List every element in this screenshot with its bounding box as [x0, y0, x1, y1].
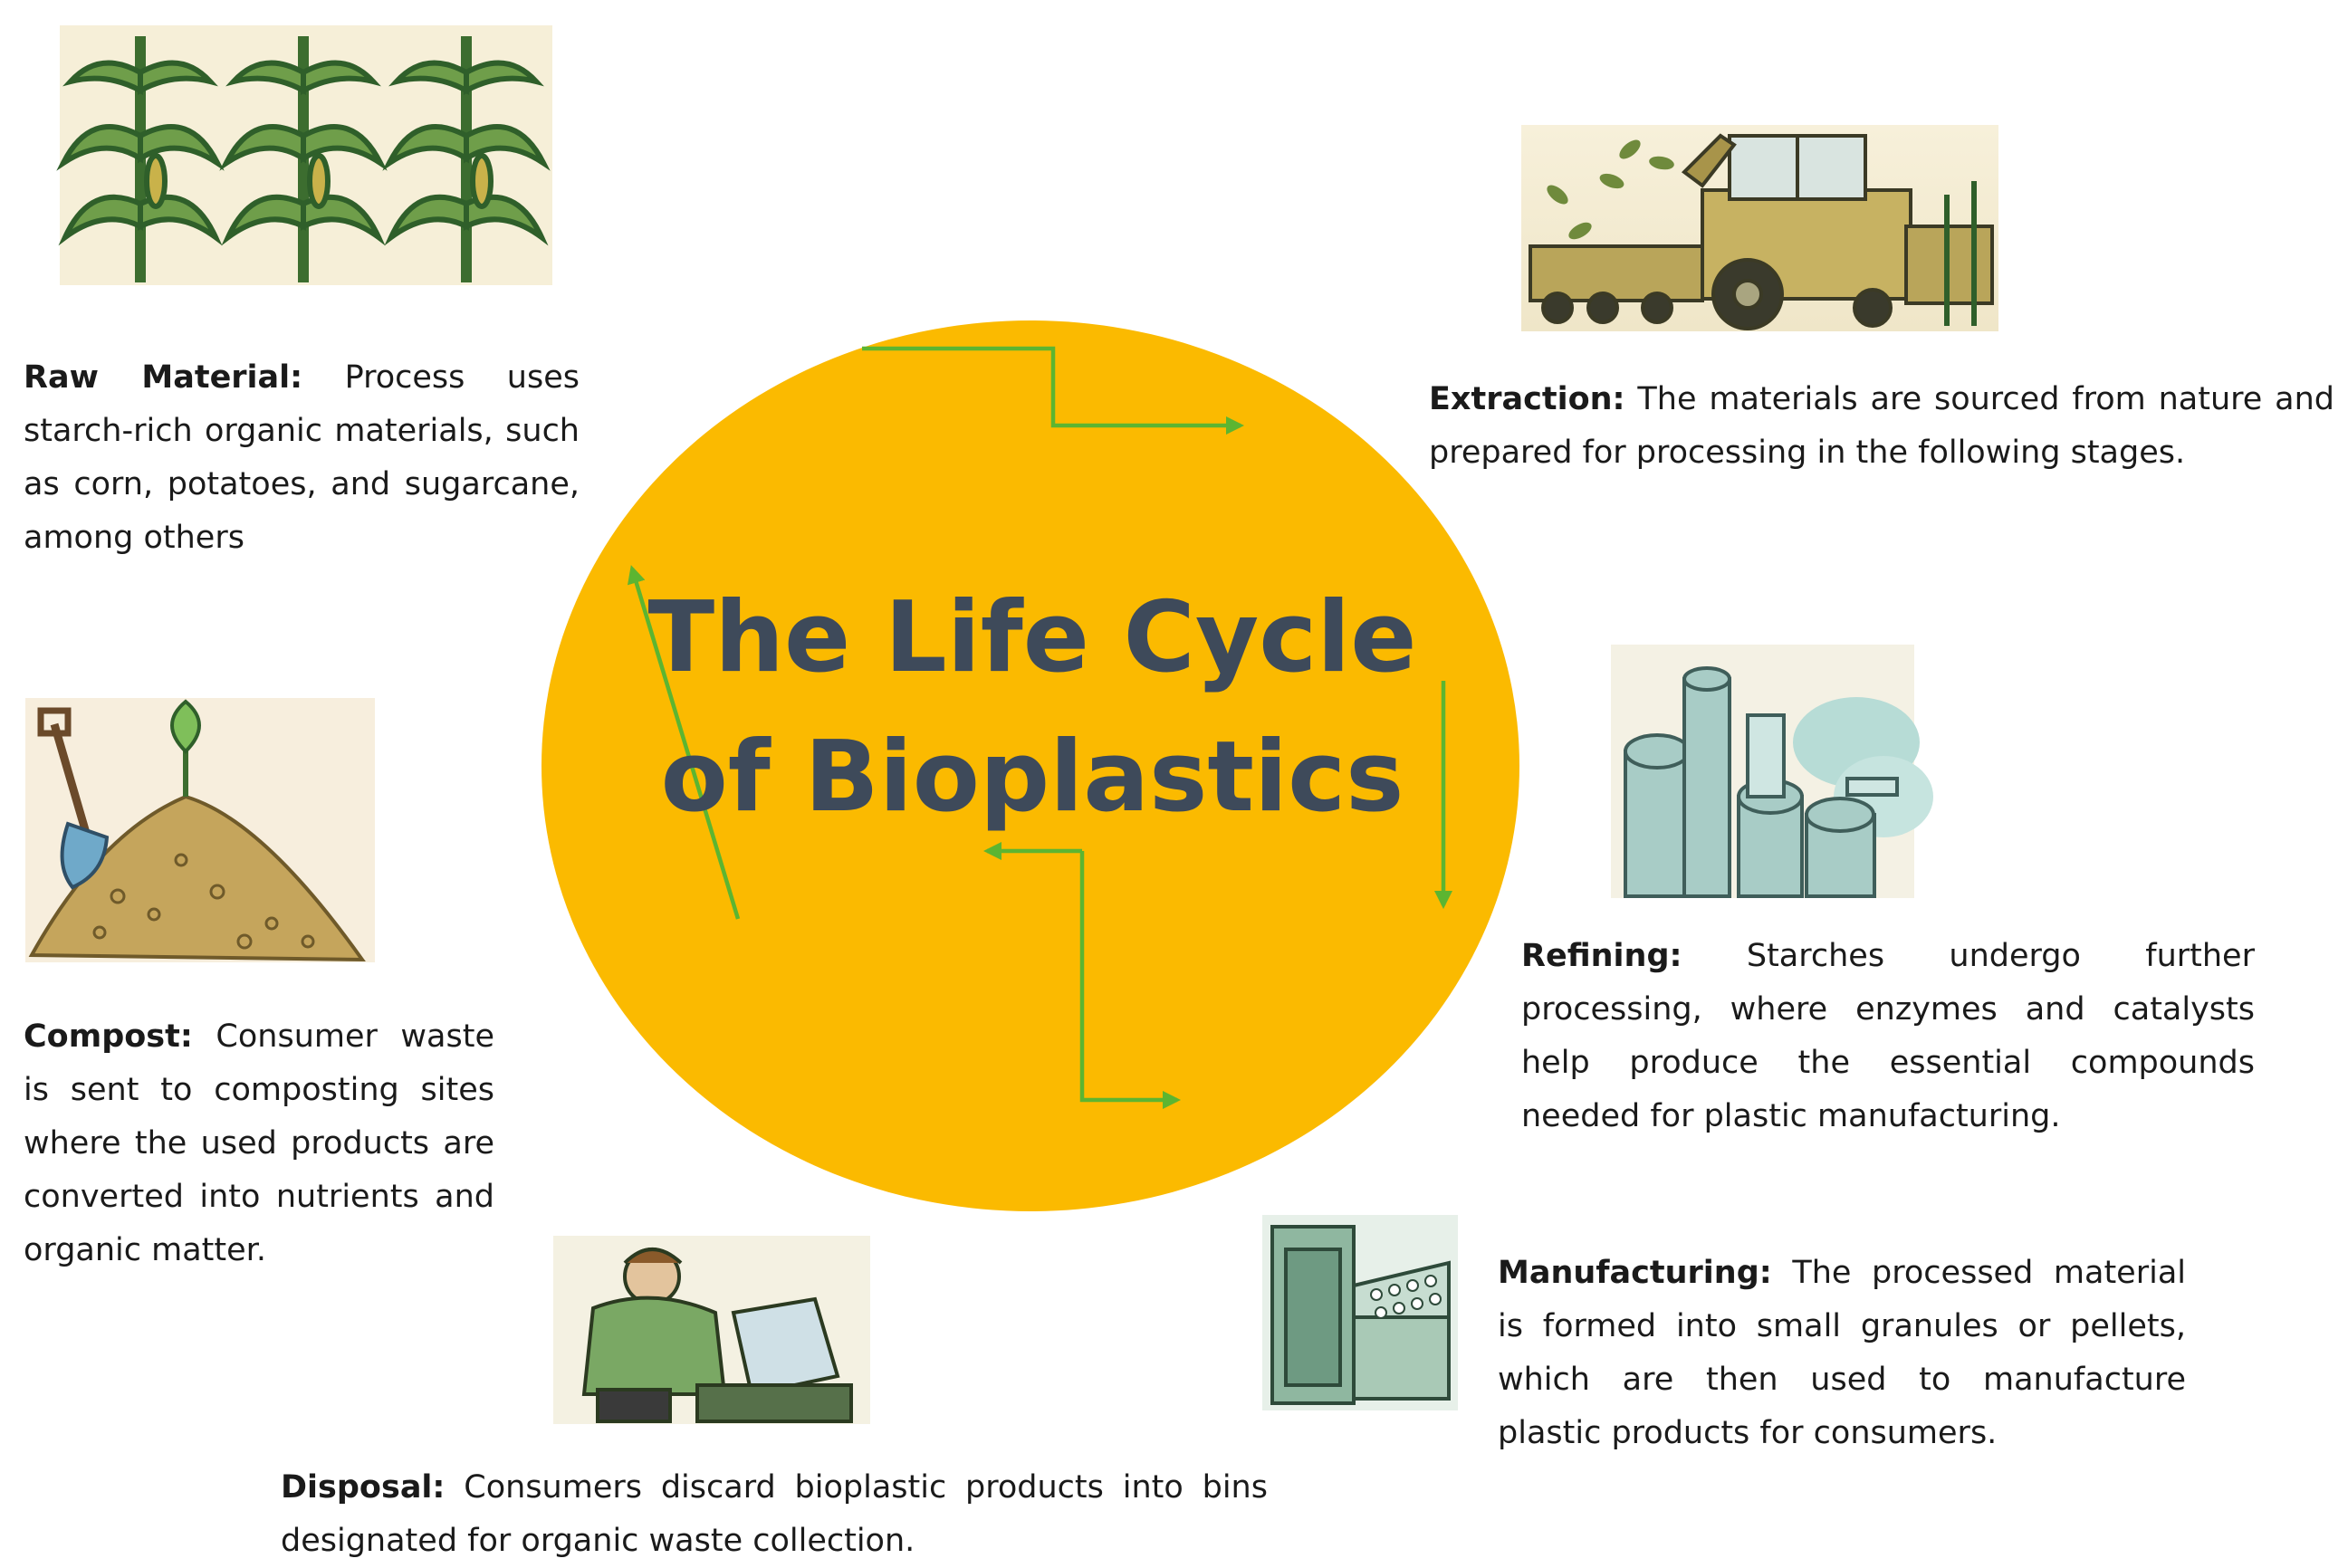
extraction-text: The materials are sourced from nature an… — [1429, 381, 2334, 471]
raw-material-text: Process uses starch-rich organic materia… — [24, 359, 580, 556]
refining-caption: Refining: Starches undergo further proce… — [1521, 930, 2255, 1143]
compost-text: Consumer waste is sent to composting sit… — [24, 1018, 494, 1268]
manufacturing-label: Manufacturing: — [1498, 1255, 1772, 1291]
arrow-compost-to-raw — [627, 565, 741, 920]
raw-material-caption: Raw Material: Process uses starch-rich o… — [24, 351, 580, 565]
disposal-label: Disposal: — [281, 1469, 446, 1506]
manufacturing-text: The processed material is formed into sm… — [1498, 1255, 2186, 1451]
compost-caption: Compost: Consumer waste is sent to compo… — [24, 1010, 494, 1277]
diagram-title-line-1: The Life Cycle — [647, 581, 1417, 694]
refining-text: Starches undergo further processing, whe… — [1521, 938, 2255, 1134]
raw-material-label: Raw Material: — [24, 359, 303, 396]
pellet-machine-icon — [1262, 1215, 1458, 1410]
refining-label: Refining: — [1521, 938, 1682, 974]
manufacturing-caption: Manufacturing: The processed material is… — [1498, 1247, 2186, 1460]
compost-pile-icon — [25, 698, 375, 962]
diagram-title-line-2: of Bioplastics — [660, 721, 1404, 834]
cycle-arrows — [627, 346, 1453, 1110]
corn-plants-icon — [56, 25, 552, 285]
arrow-raw-to-extraction — [862, 346, 1245, 435]
extraction-label: Extraction: — [1429, 381, 1625, 417]
extraction-caption: Extraction: The materials are sourced fr… — [1429, 373, 2334, 480]
arrow-manufacturing-to-disposal — [1079, 851, 1182, 1110]
refinery-icon — [1611, 645, 1933, 898]
compost-label: Compost: — [24, 1018, 193, 1055]
disposal-caption: Disposal: Consumers discard bioplastic p… — [281, 1461, 1268, 1568]
disposal-text: Consumers discard bioplastic products in… — [281, 1469, 1268, 1559]
cycle-circle — [541, 320, 1519, 1211]
person-disposing-icon — [553, 1236, 870, 1424]
harvester-icon — [1521, 125, 1998, 331]
